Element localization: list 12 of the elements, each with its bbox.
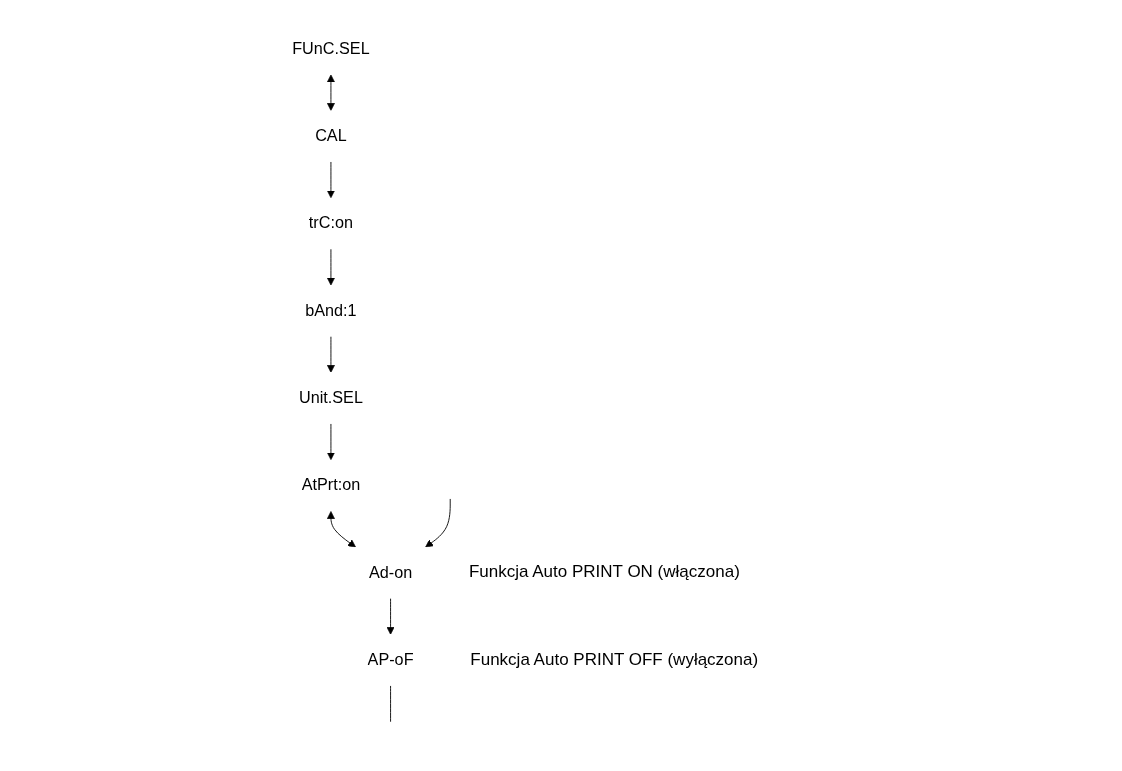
node-text: Unit.SEL [298, 388, 363, 407]
arrow [326, 510, 356, 547]
node-text: FUnC.SEL [291, 38, 370, 57]
node-text: Ad-on [368, 562, 412, 581]
node-text: bAnd:1 [305, 300, 357, 319]
node-caption: Funkcja Auto PRINT OFF (wyłączona) [470, 649, 759, 670]
arrow [326, 74, 335, 111]
node-text: trC:on [308, 213, 353, 232]
node-caption: Funkcja Auto PRINT ON (włączona) [468, 562, 740, 583]
node-text: CAL [314, 126, 347, 145]
node-text: AtPrt:on [301, 475, 360, 494]
node-text: AP-oF [367, 650, 414, 669]
